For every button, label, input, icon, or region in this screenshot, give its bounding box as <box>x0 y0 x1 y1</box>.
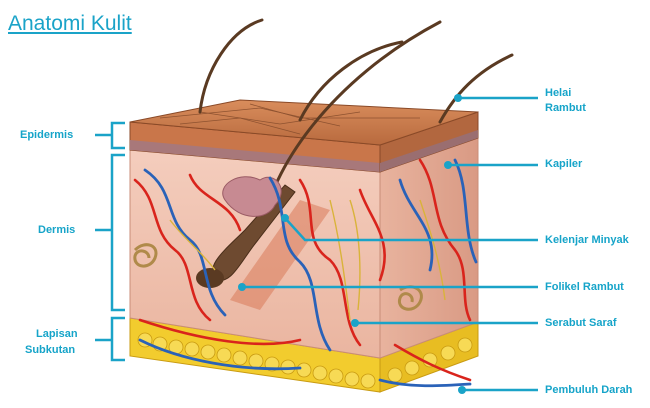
diagram-title: Anatomi Kulit <box>8 12 132 36</box>
label-helai-line2: Rambut <box>545 101 586 115</box>
label-kelenjar-minyak: Kelenjar Minyak <box>545 233 629 247</box>
layer-brackets <box>95 123 125 360</box>
label-pembuluh-darah: Pembuluh Darah <box>545 383 632 397</box>
hair-bulb <box>196 268 224 288</box>
label-serabut-saraf: Serabut Saraf <box>545 316 617 330</box>
label-folikel-rambut: Folikel Rambut <box>545 280 624 294</box>
label-kapiler: Kapiler <box>545 157 582 171</box>
label-dermis: Dermis <box>38 223 75 237</box>
label-subkutan-line1: Lapisan <box>36 327 78 341</box>
label-epidermis: Epidermis <box>20 128 73 142</box>
label-subkutan-line2: Subkutan <box>25 343 75 357</box>
label-helai-line1: Helai <box>545 86 571 100</box>
dermis-side <box>380 138 478 358</box>
